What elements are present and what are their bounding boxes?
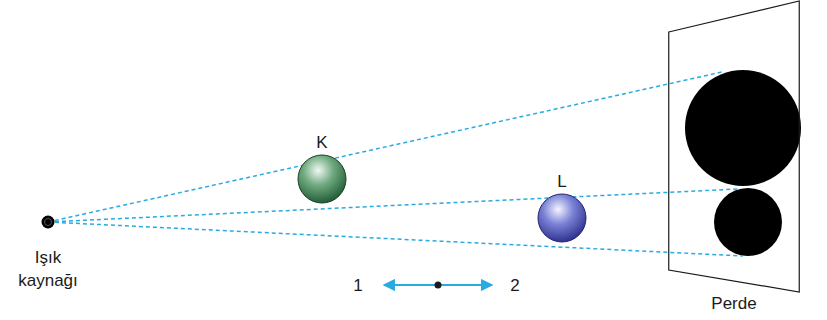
small-shadow (714, 188, 782, 256)
screen-outline (668, 0, 800, 320)
light-ray (48, 222, 743, 256)
sphere-l: L (530, 172, 594, 244)
sphere (296, 153, 348, 205)
source-dot (38, 212, 58, 232)
light-source: Işık kaynağı (6, 212, 90, 292)
sphere (536, 192, 588, 244)
direction-number: 2 (510, 276, 519, 296)
light-ray (48, 189, 738, 222)
screen-label: Perde (711, 292, 756, 315)
sphere-label: K (316, 133, 327, 153)
screen: Perde (668, 0, 800, 320)
direction-number: 1 (353, 276, 362, 296)
sphere-label: L (557, 172, 566, 192)
position-dot (435, 282, 442, 289)
source-label: Işık kaynağı (6, 246, 90, 292)
light-ray (48, 72, 722, 222)
sphere-k: K (290, 133, 354, 205)
large-shadow (685, 70, 801, 186)
